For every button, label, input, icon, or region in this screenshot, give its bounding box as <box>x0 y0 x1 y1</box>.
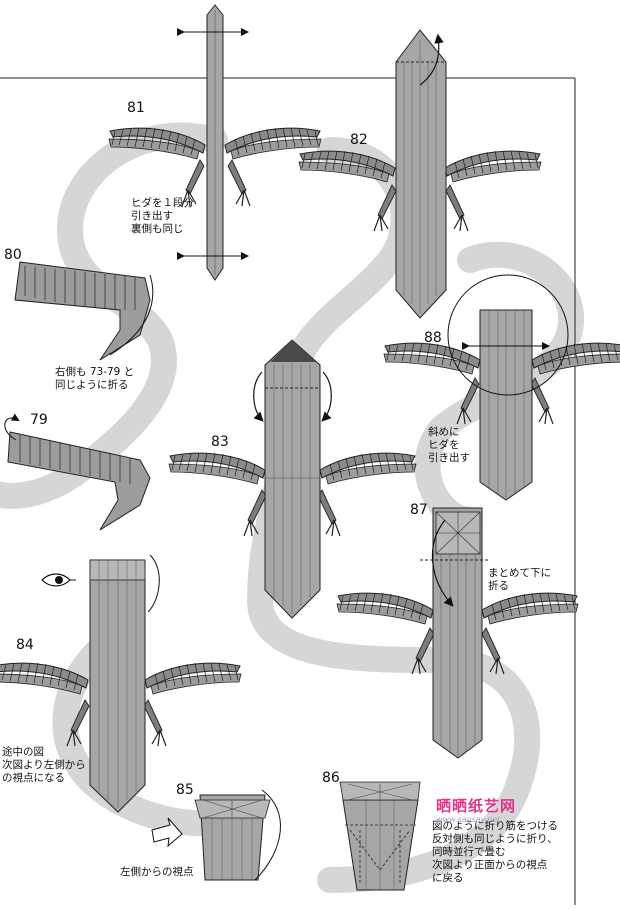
step-number-86: 86 <box>322 770 340 786</box>
step-number-79: 79 <box>30 412 48 428</box>
note-step-85: 左側からの視点 <box>120 866 194 878</box>
note-step-88: 斜めに ヒダを 引き出す <box>428 426 470 464</box>
step-87-figure <box>336 507 578 759</box>
detail-circle <box>447 274 569 396</box>
note-step-81: ヒダを１段分 引き出す 裏側も同じ <box>131 197 194 235</box>
step-79-figure <box>4 413 151 531</box>
step-number-84: 84 <box>16 637 34 653</box>
watermark-url: www.saysay.net <box>436 815 501 824</box>
step-number-85: 85 <box>176 782 194 798</box>
step-number-81: 81 <box>127 100 145 116</box>
curved-arrow-icon <box>431 519 454 607</box>
eye-icon <box>41 573 76 587</box>
curved-arrow-icon <box>321 371 332 422</box>
curved-arrow-icon <box>151 817 183 848</box>
step-86-figure <box>339 781 421 891</box>
step-number-88: 88 <box>424 330 442 346</box>
step-80-figure <box>14 261 154 361</box>
step-number-82: 82 <box>350 132 368 148</box>
step-number-87: 87 <box>410 502 428 518</box>
double-arrow-icon <box>177 28 249 260</box>
note-step-80: 右側も 73-79 と 同じように折る <box>55 366 135 391</box>
step-84-figure <box>0 554 241 813</box>
note-step-87: まとめて下に 折る <box>488 567 551 592</box>
curved-arrow-icon <box>253 371 264 422</box>
curved-arrow-icon <box>4 413 20 441</box>
watermark-name: 晒晒纸艺网 <box>436 797 517 815</box>
step-83-figure <box>168 339 416 619</box>
step-81-figure <box>108 4 321 281</box>
watermark: 晒晒纸艺网 www.saysay.net <box>436 795 516 824</box>
step-number-83: 83 <box>211 434 229 450</box>
curved-arrow-icon <box>419 33 444 86</box>
step-88-figure <box>383 274 620 501</box>
step-85-figure <box>151 789 281 881</box>
note-step-84: 途中の図 次図より左側から の視点になる <box>2 746 86 784</box>
note-step-86: 図のように折り筋をつける 反対側も同じように折り、 同時並行で畳む 次図より正面… <box>432 820 558 884</box>
step-number-80: 80 <box>4 247 22 263</box>
step-82-figure <box>298 29 541 319</box>
